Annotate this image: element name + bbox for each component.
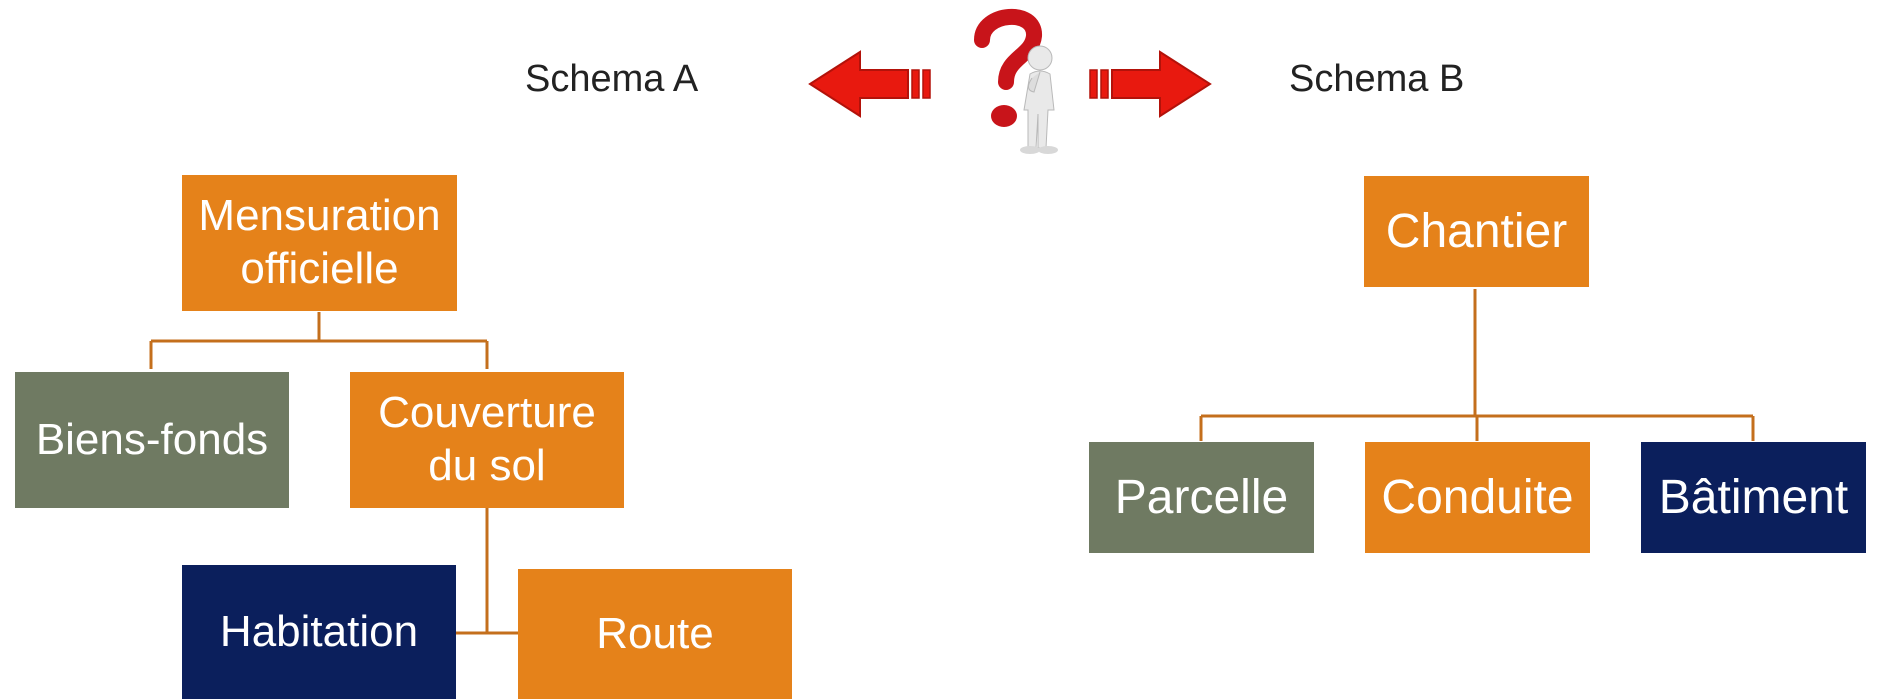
- node-label: Chantier: [1385, 204, 1568, 258]
- connector-couverture: [456, 507, 519, 635]
- node-habitation: Habitation: [182, 565, 456, 699]
- node-biens-fonds: Biens-fonds: [15, 372, 289, 508]
- schema-a-label: Schema A: [525, 58, 699, 100]
- node-parcelle: Parcelle: [1089, 442, 1314, 553]
- node-batiment: Bâtiment: [1641, 442, 1866, 553]
- node-mensuration-officielle: Mensuration officielle: [182, 175, 457, 311]
- schema-b-label: Schema B: [1289, 58, 1465, 100]
- node-label-line: Mensuration: [198, 191, 441, 241]
- node-chantier: Chantier: [1364, 176, 1589, 287]
- connector-root-b: [1199, 289, 1755, 441]
- node-label: Biens-fonds: [35, 414, 269, 464]
- node-label-line: officielle: [240, 244, 399, 293]
- node-label-line: Couverture: [378, 388, 596, 438]
- connector-root-a: [149, 312, 489, 369]
- node-route: Route: [518, 569, 792, 699]
- arrow-left-icon: [808, 50, 931, 118]
- node-label: Habitation: [219, 606, 419, 656]
- node-label-line: du sol: [428, 441, 546, 490]
- node-label: Route: [596, 608, 714, 658]
- node-label: Bâtiment: [1658, 470, 1849, 524]
- thinking-person-with-question-mark-icon: [974, 8, 1058, 154]
- node-label: Parcelle: [1114, 470, 1289, 524]
- node-couverture-du-sol: Couverture du sol: [350, 372, 624, 508]
- node-conduite: Conduite: [1365, 442, 1590, 553]
- node-label: Conduite: [1381, 470, 1574, 524]
- arrow-right-icon: [1089, 50, 1212, 118]
